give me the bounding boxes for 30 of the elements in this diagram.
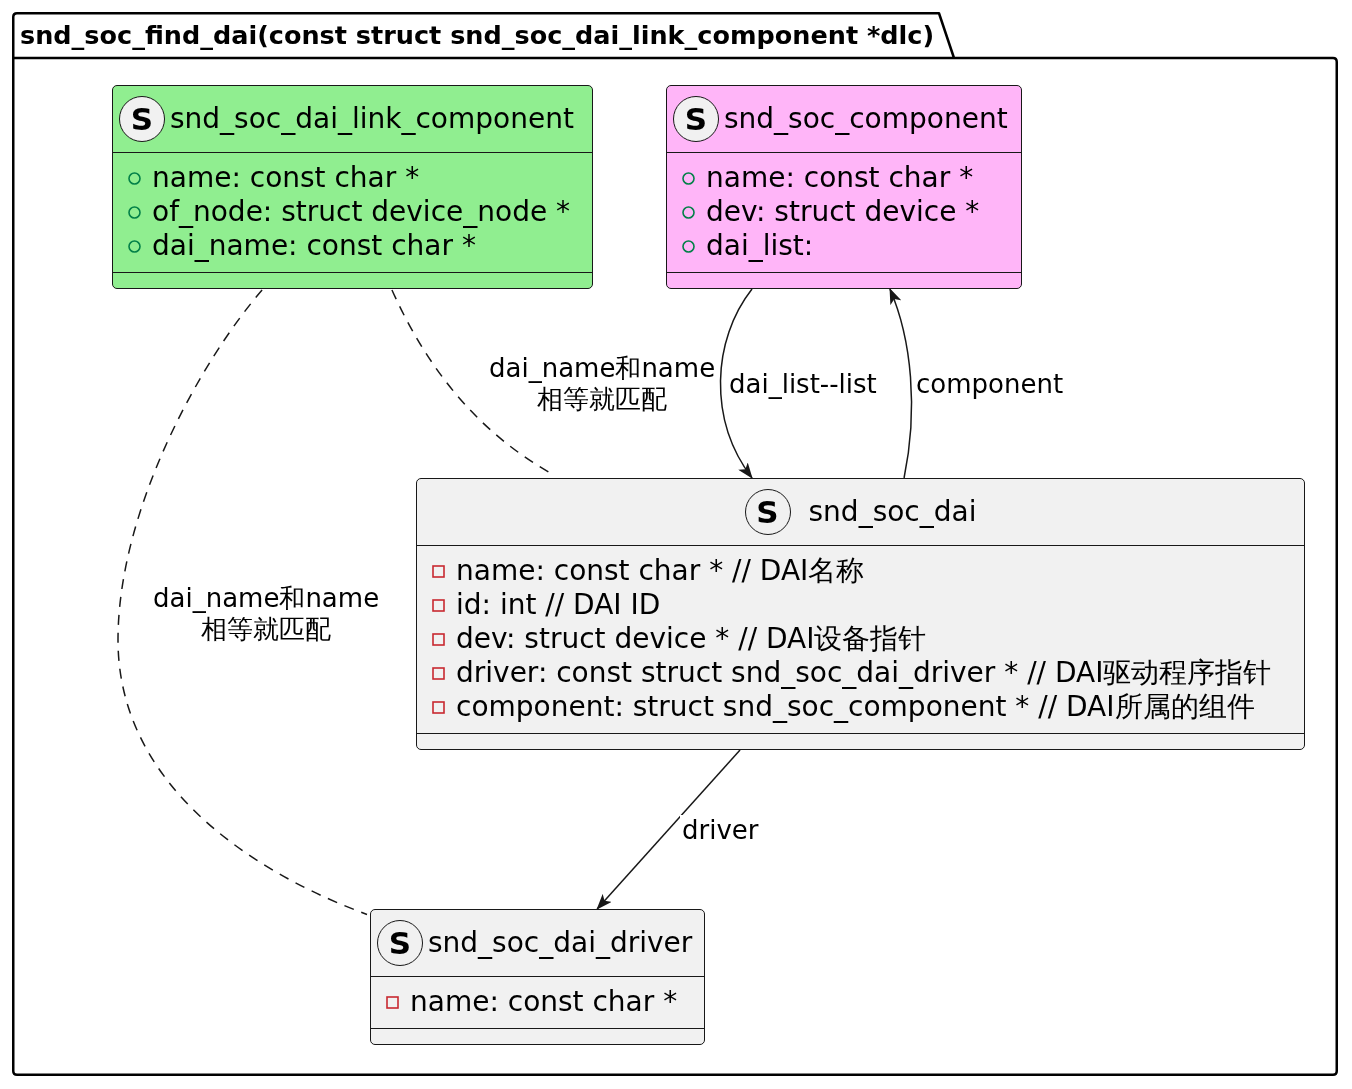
- field-text: dev: struct device * // DAI设备指针: [456, 623, 927, 655]
- class-box: [416, 478, 1305, 750]
- arrow: [889, 288, 913, 479]
- class-name: snd_soc_component: [724, 103, 1008, 135]
- field-text: name: const char *: [410, 986, 678, 1018]
- arrow: [719, 288, 753, 479]
- struct-marker: S: [119, 96, 165, 142]
- package-title: snd_soc_find_dai(const struct snd_soc_dai_link_component *dlc): [20, 19, 935, 51]
- field-text: of_node: struct device_node *: [152, 196, 571, 228]
- field-text: name: const char *: [706, 162, 974, 194]
- package-frame: [12, 12, 1338, 1076]
- struct-marker: S: [673, 96, 719, 142]
- dashed-line: [117, 289, 368, 916]
- struct-marker: S: [377, 920, 423, 966]
- field-text: driver: const struct snd_soc_dai_driver * // DAI驱动程序指针: [456, 657, 1272, 689]
- class-name: snd_soc_dai_link_component: [170, 103, 574, 135]
- class-name: snd_soc_dai: [808, 496, 977, 528]
- field-text: id: int // DAI ID: [456, 589, 661, 621]
- field-text: name: const char *: [152, 162, 420, 194]
- class-box: [370, 909, 705, 1045]
- class-name: snd_soc_dai_driver: [428, 927, 693, 959]
- class-box: [112, 85, 593, 289]
- struct-marker: S: [744, 489, 791, 535]
- class-box: [666, 85, 1022, 289]
- field-text: dev: struct device *: [706, 196, 980, 228]
- arrow: [596, 749, 741, 910]
- field-text: dai_name: const char *: [152, 230, 476, 262]
- field-text: component: struct snd_soc_component * // DAI所属的组件: [456, 691, 1255, 723]
- field-text: name: const char * // DAI名称: [456, 555, 865, 587]
- field-text: dai_list:: [706, 230, 814, 262]
